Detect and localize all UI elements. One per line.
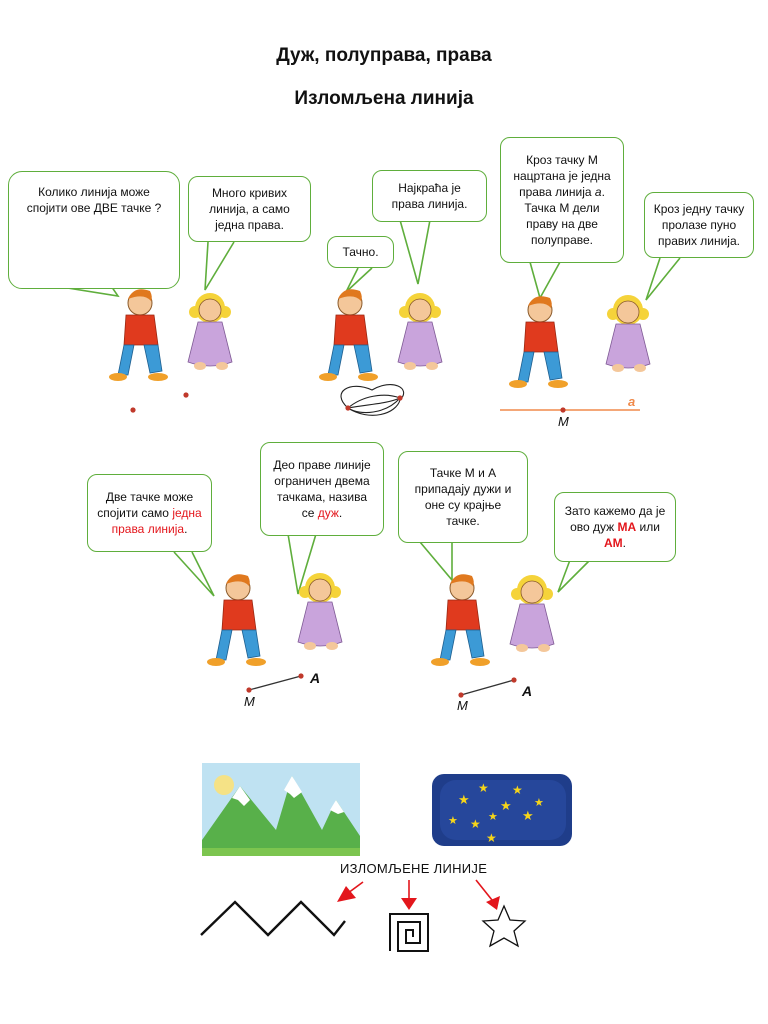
point-label-m: M xyxy=(244,694,255,709)
spiral-square xyxy=(389,913,429,952)
speech-bubble-girl: Зато кажемо да је ово дуж МА или АМ. xyxy=(554,492,676,562)
point-dot xyxy=(183,392,189,398)
speech-bubble-boy: Кроз тачку М нацртана је једна права лин… xyxy=(500,137,624,263)
bubble-text: Кроз једну тачку пролазе пуно правих лин… xyxy=(653,202,745,248)
speech-bubble-boy: Тачно. xyxy=(327,236,394,268)
speech-bubble-boy: Тачке М и А припадају дужи и оне су крај… xyxy=(398,451,528,543)
svg-text:★: ★ xyxy=(534,797,544,809)
bubble-text: Тачно. xyxy=(342,245,379,259)
girl-figure xyxy=(297,572,343,651)
boy-figure xyxy=(206,573,267,667)
girl-figure xyxy=(509,574,555,653)
speech-bubble-girl: Много кривих линија, а само једна права. xyxy=(188,176,311,242)
bubble-text: Две тачке може спојити само једна права … xyxy=(97,490,202,536)
speech-bubble-girl: Најкраћа је права линија. xyxy=(372,170,487,222)
segment-ma xyxy=(248,675,302,691)
speech-bubble-boy: Две тачке може спојити само једна права … xyxy=(87,474,212,552)
bubble-text: Најкраћа је права линија. xyxy=(391,181,468,211)
bubble-text: Део праве линије ограничен двема тачкама… xyxy=(273,458,371,520)
svg-text:★: ★ xyxy=(500,798,512,813)
point-label-a: A xyxy=(522,683,533,699)
svg-text:★: ★ xyxy=(458,792,470,807)
svg-text:★: ★ xyxy=(478,781,489,795)
broken-lines-caption: ИЗЛОМЉЕНЕ ЛИНИЈЕ xyxy=(340,861,488,876)
page-subtitle: Изломљена линија xyxy=(294,88,474,109)
line-label-a: a xyxy=(628,394,636,409)
zigzag-line xyxy=(200,900,346,937)
segment-ma xyxy=(460,679,515,696)
speech-bubble-boy: Колико линија може спојити ове ДВЕ тачке… xyxy=(8,171,180,289)
svg-text:★: ★ xyxy=(522,808,534,823)
speech-bubble-girl: Кроз једну тачку пролазе пуно правих лин… xyxy=(644,192,754,258)
point-label-a: A xyxy=(310,670,321,686)
night-sky-picture: ★ ★ ★ ★ ★ ★ ★ ★ ★ ★ xyxy=(432,774,572,846)
bubble-text: Колико линија може спојити ове ДВЕ тачке… xyxy=(26,185,162,215)
mountains-picture xyxy=(202,763,360,856)
point-m xyxy=(560,407,566,413)
page-title: Дуж, полуправа, права xyxy=(276,45,492,66)
point-label-m: M xyxy=(558,414,569,429)
girl-figure xyxy=(187,292,233,371)
point-label-m: M xyxy=(457,698,468,713)
boy-figure xyxy=(108,288,169,382)
svg-text:★: ★ xyxy=(512,783,523,797)
curved-lines-drawing xyxy=(340,384,405,416)
point-dot xyxy=(130,407,136,413)
svg-text:★: ★ xyxy=(486,831,497,845)
girl-figure xyxy=(397,292,443,371)
star-outline xyxy=(481,904,527,948)
bubble-text: Тачке М и А припадају дужи и оне су крај… xyxy=(414,466,512,528)
svg-text:★: ★ xyxy=(470,817,481,831)
boy-figure xyxy=(430,573,491,667)
boy-figure xyxy=(318,288,379,382)
bubble-text: Много кривих линија, а само једна права. xyxy=(209,186,290,232)
svg-text:★: ★ xyxy=(488,811,498,823)
girl-figure xyxy=(605,294,651,373)
svg-text:★: ★ xyxy=(448,815,458,827)
bubble-text: Кроз тачку М нацртана је једна права лин… xyxy=(513,153,611,247)
boy-figure xyxy=(508,295,569,389)
speech-bubble-girl: Део праве линије ограничен двема тачкама… xyxy=(260,442,384,536)
red-arrows xyxy=(337,879,500,910)
bubble-text: Зато кажемо да је ово дуж МА или АМ. xyxy=(564,504,666,550)
